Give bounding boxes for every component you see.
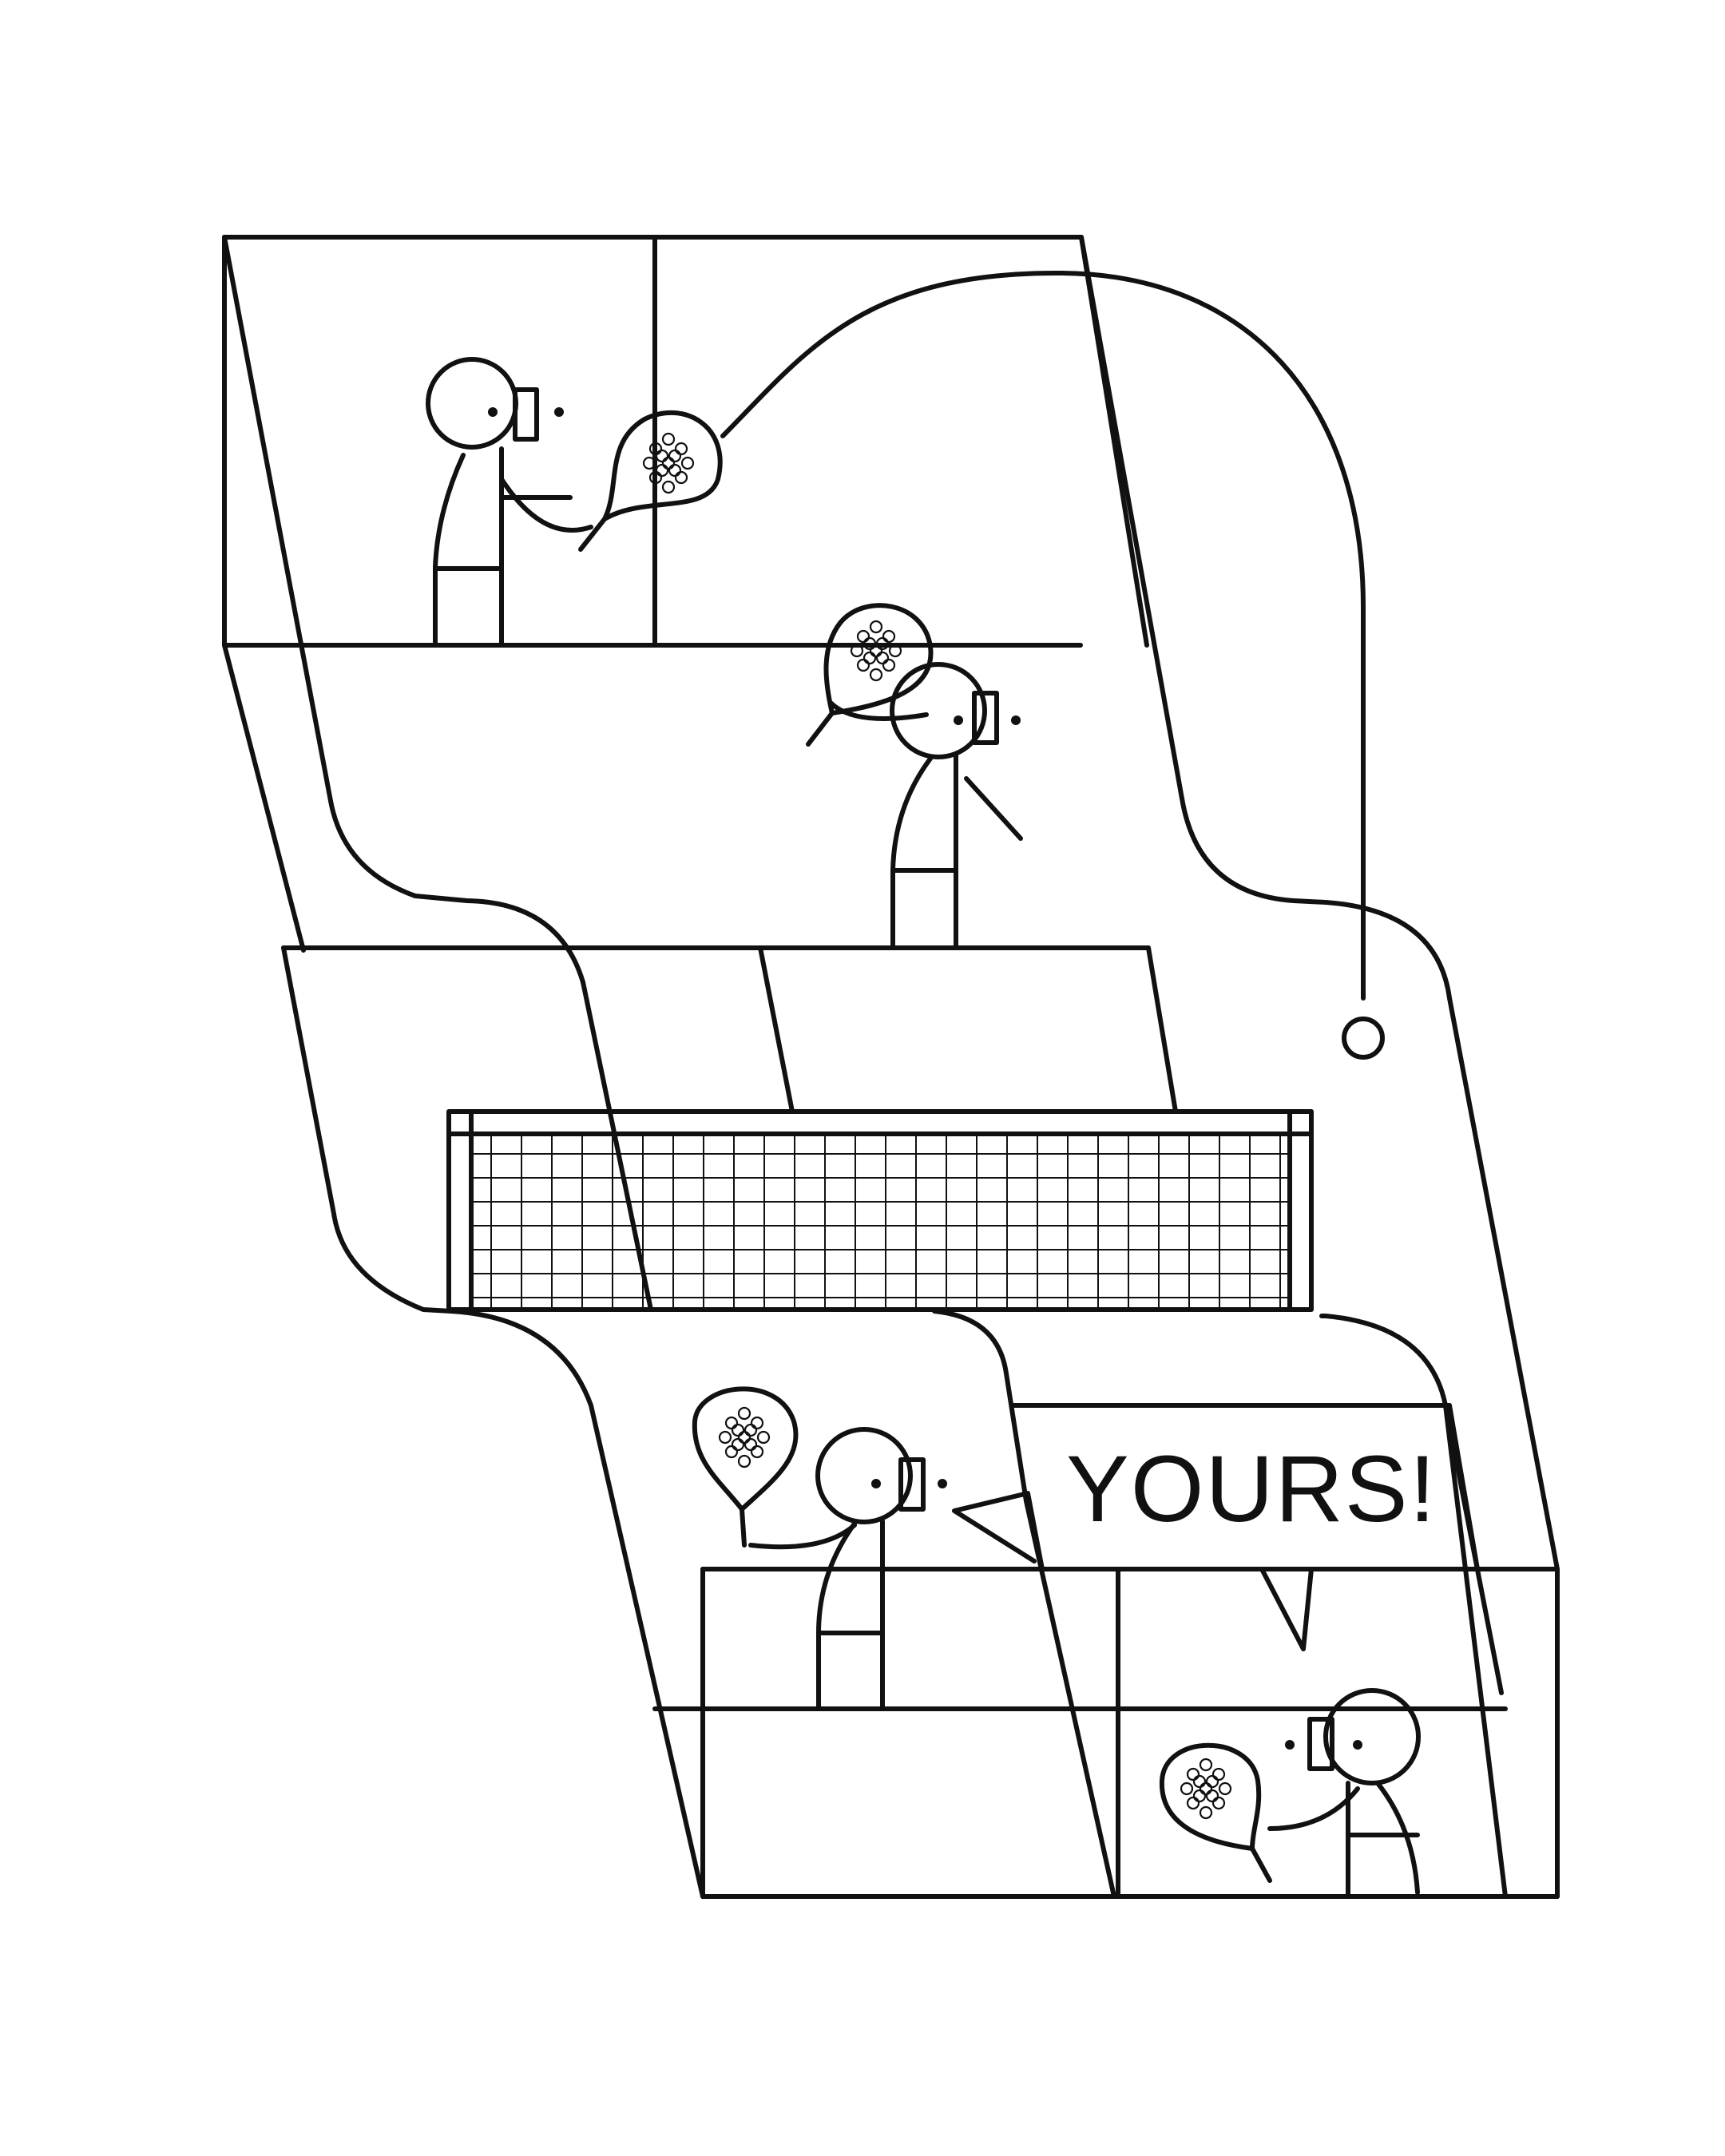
speech-text: YOURS!: [1066, 1437, 1437, 1542]
racket-hole: [661, 456, 676, 470]
padel-racket-icon: [578, 410, 723, 552]
ball-trajectory: [720, 270, 1385, 1060]
padel-racket-icon: [692, 1386, 799, 1548]
racket-hole: [1186, 1796, 1200, 1810]
padel-racket-icon: [806, 603, 934, 747]
top-left-player: [426, 357, 723, 648]
racket-hole: [674, 470, 688, 485]
racket-hole: [856, 658, 870, 672]
racket-hole: [731, 1437, 745, 1452]
racket-hole: [724, 1416, 739, 1430]
racket-hole: [862, 636, 877, 651]
racket-hole: [724, 1445, 739, 1459]
racket-hole: [661, 432, 676, 446]
racket-hole: [648, 470, 663, 485]
padel-racket-icon: [1159, 1742, 1272, 1883]
racket-hole: [668, 463, 682, 478]
racket-hole: [1205, 1774, 1219, 1789]
racket-hole: [875, 636, 890, 651]
racket-hole: [737, 1454, 751, 1468]
racket-hole: [1192, 1774, 1207, 1789]
racket-hole: [668, 449, 682, 463]
racket-hole: [744, 1423, 758, 1437]
racket-hole: [1199, 1805, 1213, 1820]
bottom-left-player: [692, 1386, 947, 1711]
racket-hole: [1180, 1781, 1194, 1796]
racket-hole: [674, 442, 688, 456]
racket-hole: [655, 449, 669, 463]
racket-hole: [744, 1437, 758, 1452]
racket-hole: [875, 651, 890, 665]
racket-hole: [862, 651, 877, 665]
racket-hole: [1205, 1789, 1219, 1803]
racket-hole: [888, 644, 902, 658]
top-right-player: [806, 603, 1023, 950]
racket-hole: [648, 442, 663, 456]
racket-hole: [642, 456, 656, 470]
racket-hole: [882, 629, 896, 644]
padel-ball-icon: [1342, 1017, 1385, 1060]
racket-hole: [869, 668, 883, 682]
racket-hole: [869, 644, 883, 658]
racket-hole: [655, 463, 669, 478]
racket-hole: [1186, 1767, 1200, 1781]
racket-hole: [718, 1430, 732, 1445]
tennis-net: [446, 1109, 1314, 1312]
racket-hole: [1218, 1781, 1232, 1796]
racket-hole: [756, 1430, 771, 1445]
court-frame: [222, 235, 1560, 1899]
racket-hole: [1199, 1781, 1213, 1796]
racket-hole: [869, 620, 883, 634]
racket-hole: [1211, 1767, 1226, 1781]
racket-hole: [737, 1406, 751, 1421]
racket-hole: [1199, 1758, 1213, 1772]
racket-hole: [680, 456, 695, 470]
racket-hole: [661, 480, 676, 494]
racket-hole: [750, 1445, 764, 1459]
racket-hole: [737, 1430, 751, 1445]
bottom-right-player: [1159, 1688, 1421, 1899]
racket-hole: [856, 629, 870, 644]
racket-hole: [750, 1416, 764, 1430]
racket-hole: [1192, 1789, 1207, 1803]
racket-hole: [1211, 1796, 1226, 1810]
racket-hole: [850, 644, 864, 658]
racket-hole: [882, 658, 896, 672]
speech-bubble: YOURS!: [952, 1403, 1480, 1651]
racket-hole: [731, 1423, 745, 1437]
net-mesh: [471, 1134, 1290, 1310]
